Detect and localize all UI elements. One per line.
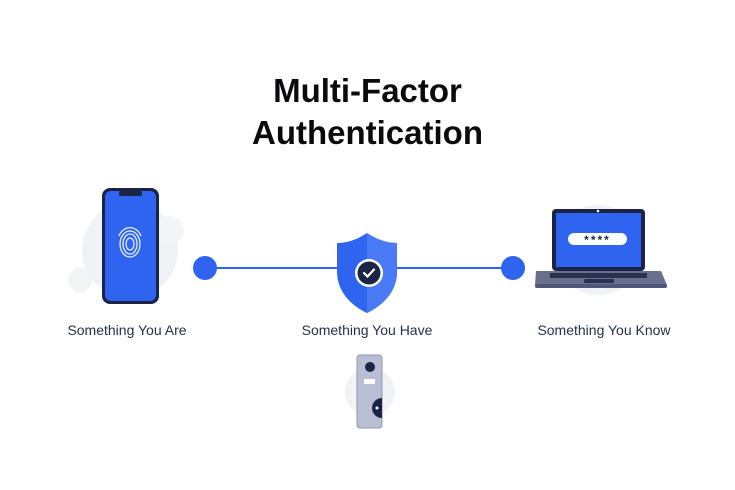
key-fob-icon [345,354,395,429]
password-field: **** [584,233,611,247]
label-something-you-know: Something You Know [537,322,671,338]
title-line-1: Multi-Factor [273,72,462,109]
laptop-password-icon [535,205,667,295]
connector-dot-left [193,256,217,280]
shield-check-icon [337,233,397,313]
title-line-2: Authentication [252,114,483,151]
connector-dot-right [501,256,525,280]
phone-fingerprint-icon [68,188,184,304]
label-something-you-are: Something You Are [67,322,187,338]
label-something-you-have: Something You Have [301,322,433,338]
